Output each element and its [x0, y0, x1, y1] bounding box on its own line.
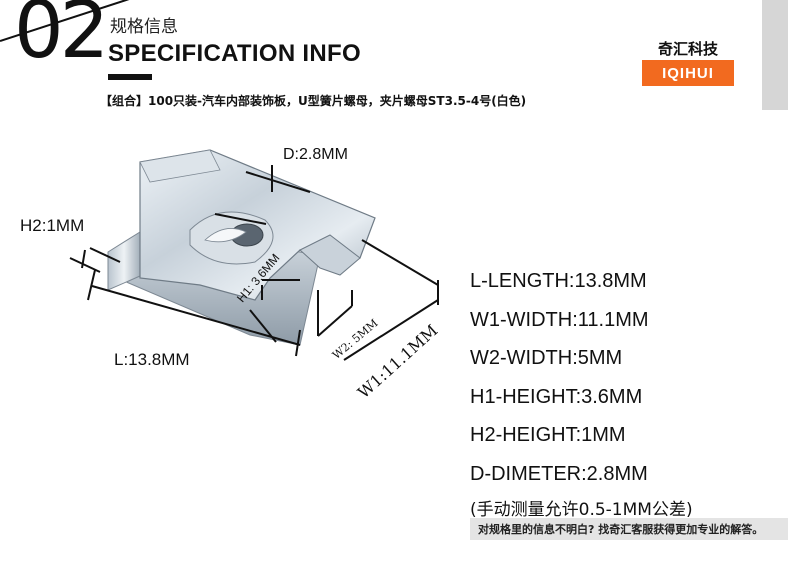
spec-list: L-LENGTH:13.8MM W1-WIDTH:11.1MM W2-WIDTH…	[470, 262, 693, 520]
spec-width-w2: W2-WIDTH:5MM	[470, 347, 623, 369]
dim-label-h2: H2:1MM	[20, 216, 85, 235]
section-title-en: SPECIFICATION INFO	[108, 40, 361, 67]
dim-label-d: D:2.8MM	[283, 146, 348, 163]
footer-help-bar: 对规格里的信息不明白? 找奇汇客服获得更加专业的解答。	[470, 518, 788, 540]
brand-badge: IQIHUI	[642, 60, 734, 86]
spec-length: L-LENGTH:13.8MM	[470, 270, 647, 292]
u-clip-nut-illustration	[69, 149, 439, 361]
brand-name-cn: 奇汇科技	[658, 40, 719, 58]
spec-tolerance-note: (手动测量允许0.5-1MM公差)	[470, 500, 693, 520]
clip-side-tab	[299, 234, 361, 276]
product-subtitle: 【组合】100只装-汽车内部装饰板，U型簧片螺母，夹片螺母ST3.5-4号(白色…	[100, 94, 527, 108]
spec-width-w1: W1-WIDTH:11.1MM	[470, 308, 649, 331]
side-gray-bar	[762, 0, 788, 110]
section-title-cn: 规格信息	[110, 17, 178, 37]
title-underline	[108, 74, 152, 80]
dim-label-l: L:13.8MM	[114, 350, 190, 369]
spec-height-h1: H1-HEIGHT:3.6MM	[470, 385, 643, 408]
spec-diameter: D-DIMETER:2.8MM	[470, 462, 648, 485]
spec-height-h2: H2-HEIGHT:1MM	[470, 424, 626, 446]
